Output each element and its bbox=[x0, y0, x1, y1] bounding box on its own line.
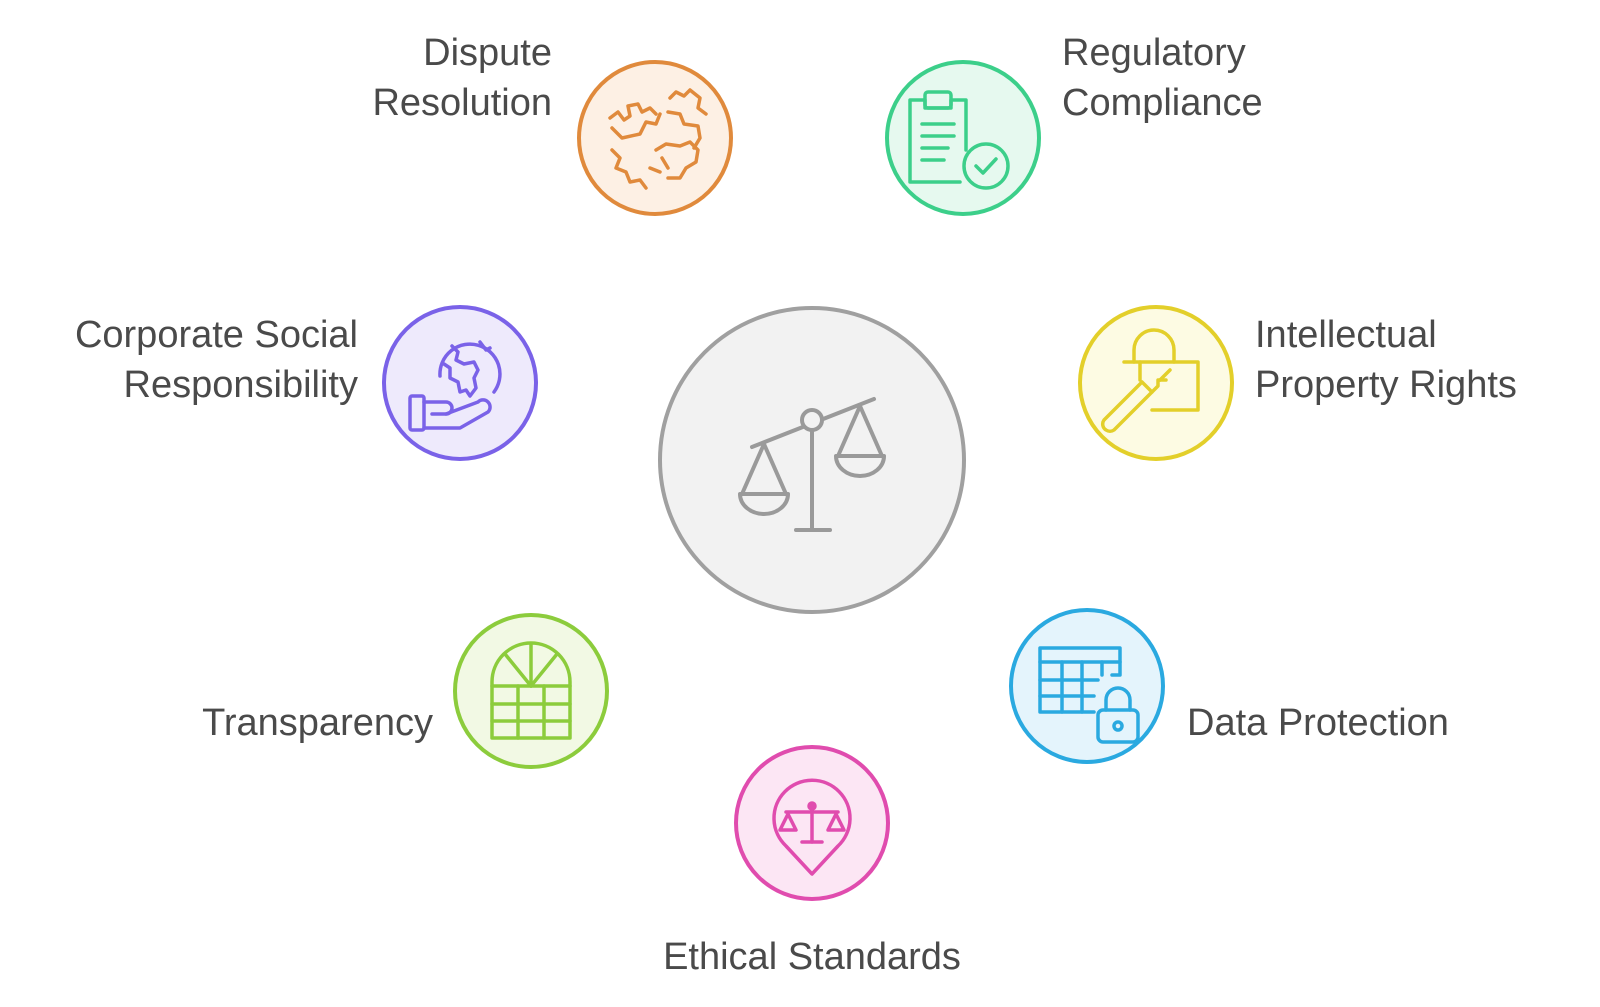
node-dispute-resolution bbox=[577, 60, 733, 216]
label-line: Compliance bbox=[1062, 82, 1263, 124]
label-transparency: Transparency bbox=[202, 698, 433, 748]
label-line: Responsibility bbox=[123, 364, 358, 406]
label-ethical-standards: Ethical Standards bbox=[612, 932, 1012, 982]
node-regulatory-compliance bbox=[885, 60, 1041, 216]
scale-pin-icon bbox=[772, 778, 852, 876]
center-hub bbox=[658, 306, 966, 614]
balance-scale-icon bbox=[738, 397, 886, 532]
node-transparency bbox=[453, 613, 609, 769]
label-line: Transparency bbox=[202, 702, 433, 744]
label-regulatory-compliance: Regulatory Compliance bbox=[1062, 28, 1263, 128]
label-line: Intellectual bbox=[1255, 314, 1437, 356]
label-line: Regulatory bbox=[1062, 32, 1246, 74]
node-corporate-social-responsibility bbox=[382, 305, 538, 461]
label-line: Corporate Social bbox=[74, 314, 358, 356]
node-ethical-standards bbox=[734, 745, 890, 901]
label-intellectual-property-rights: Intellectual Property Rights bbox=[1255, 310, 1517, 410]
label-line: Dispute bbox=[423, 32, 552, 74]
label-line: Property Rights bbox=[1255, 364, 1517, 406]
label-line: Resolution bbox=[372, 82, 552, 124]
label-line: Data Protection bbox=[1187, 702, 1449, 744]
label-line: Ethical Standards bbox=[663, 936, 961, 978]
locked-table-icon bbox=[1038, 646, 1140, 744]
window-icon bbox=[490, 641, 572, 740]
node-intellectual-property-rights bbox=[1078, 305, 1234, 461]
node-data-protection bbox=[1009, 608, 1165, 764]
label-data-protection: Data Protection bbox=[1187, 698, 1449, 748]
lock-key-icon bbox=[1100, 328, 1200, 433]
globe-hand-icon bbox=[408, 340, 502, 432]
handshake-puzzle-icon bbox=[608, 88, 708, 190]
label-dispute-resolution: Dispute Resolution bbox=[372, 28, 552, 128]
label-corporate-social-responsibility: Corporate Social Responsibility bbox=[75, 310, 358, 410]
clipboard-check-icon bbox=[908, 90, 1010, 190]
